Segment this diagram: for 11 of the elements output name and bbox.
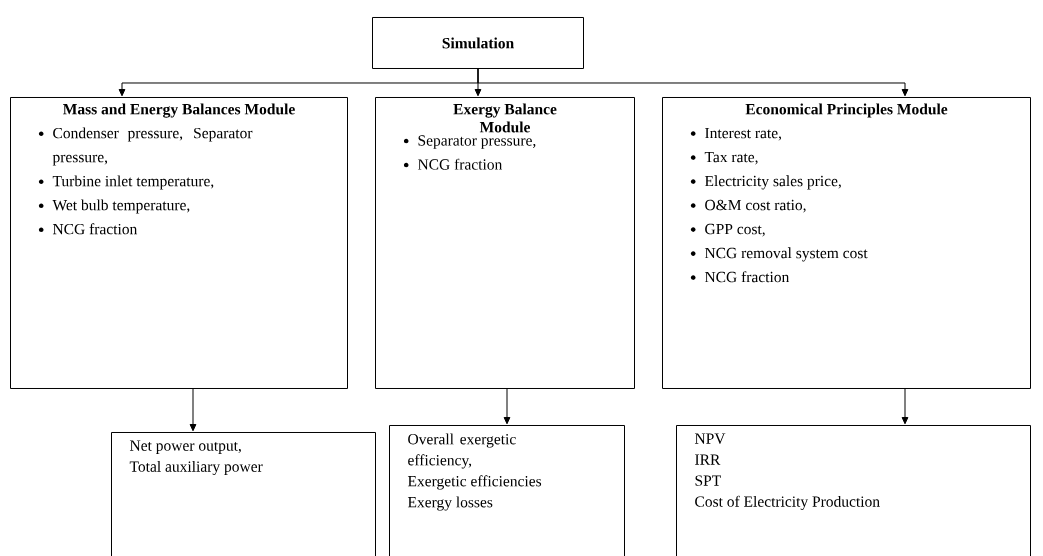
module-box: Economical Principles Module Interest rate, Tax rate, Electricity sales price, O&M cost ratio, GPP cost, NCG removal system cost NCG fraction <box>662 97 1031 389</box>
module-box: Mass and Energy Balances Module Condenser pressure, Separator pressure, Turbine inlet temperature, Wet bulb temperature, NCG fraction <box>10 97 348 389</box>
arrow <box>189 388 197 432</box>
arrow <box>901 388 909 425</box>
module-box: Exergy Balance Module Separator pressure, NCG fraction <box>375 97 635 389</box>
arrow <box>477 68 909 97</box>
arrow <box>503 388 511 425</box>
output-box: Net power output, Total auxiliary power <box>111 432 376 556</box>
title-box: Simulation <box>372 17 584 69</box>
output-box: NPV IRR SPT Cost of Electricity Production <box>676 425 1031 556</box>
output-box: Overall exergetic efficiency, Exergetic efficiencies Exergy losses <box>389 425 625 556</box>
